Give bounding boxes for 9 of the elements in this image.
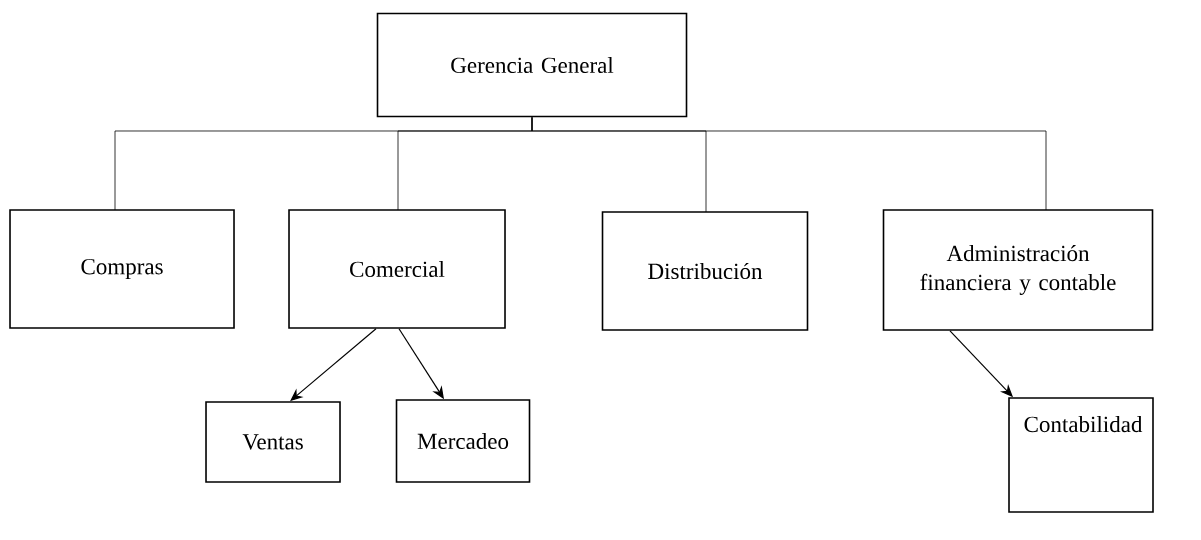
org-box: Comercial	[288, 209, 506, 329]
org-box: Ventas	[205, 401, 341, 483]
org-box: Gerencia General	[376, 12, 688, 118]
org-box: Contabilidad	[1008, 397, 1154, 513]
org-box: Distribución	[601, 211, 809, 331]
connector	[531, 116, 1047, 211]
org-box: Administración financiera y contable	[882, 209, 1154, 331]
org-box: Mercadeo	[395, 399, 531, 483]
org-box: Compras	[9, 209, 235, 329]
